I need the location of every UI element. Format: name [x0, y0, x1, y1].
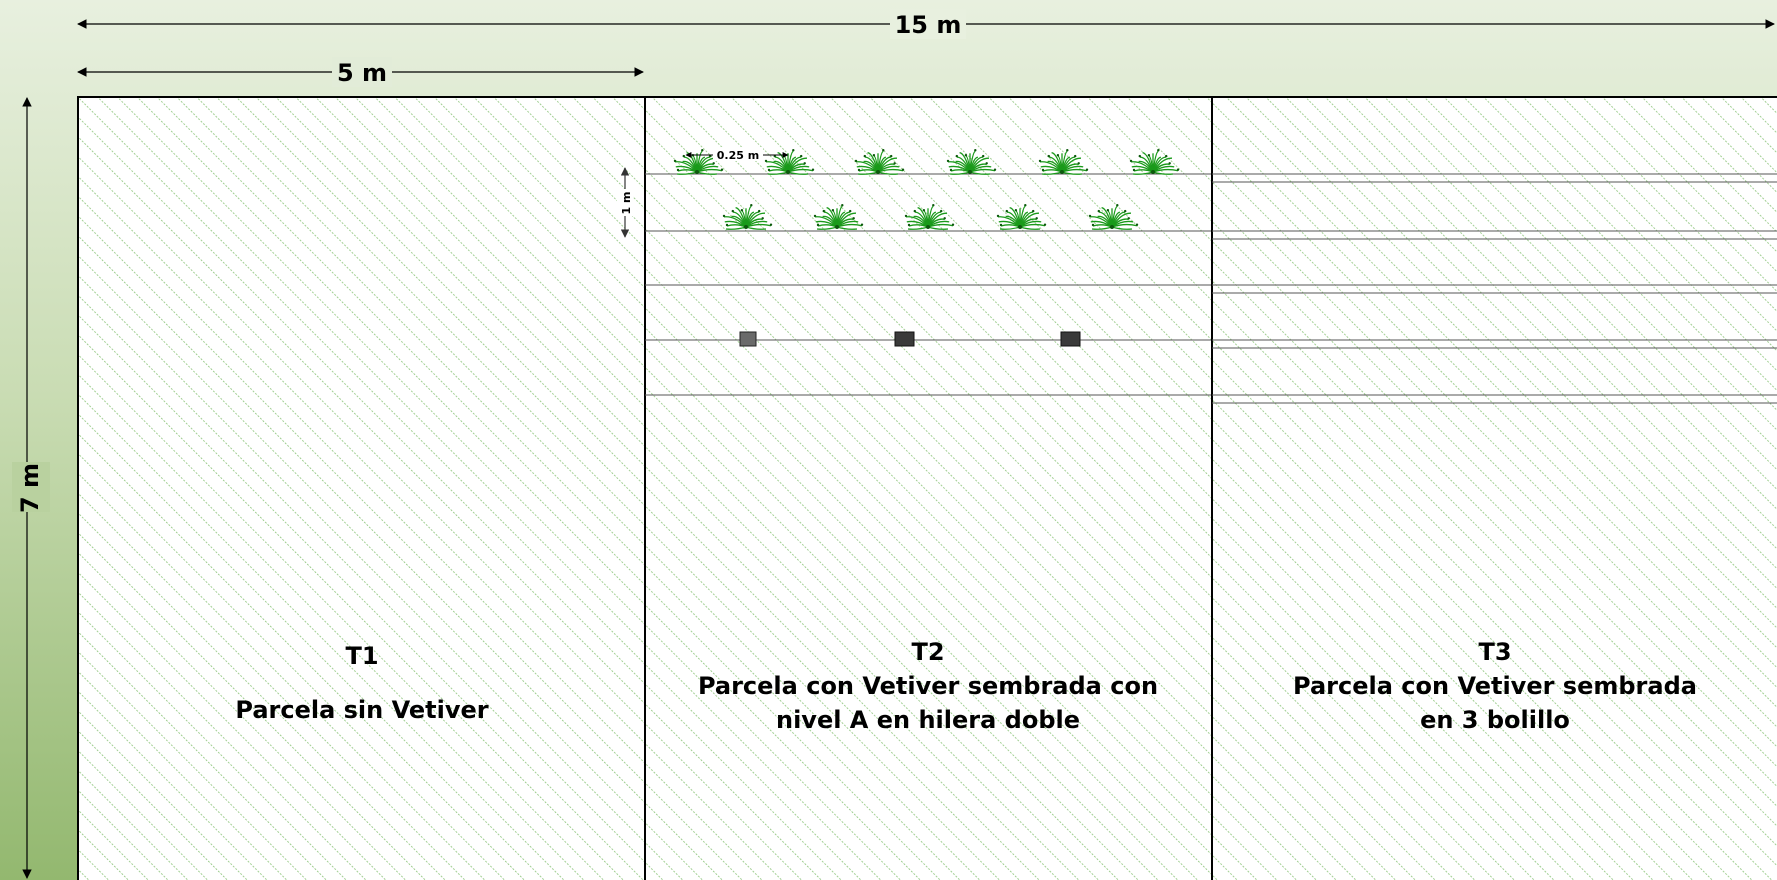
vetiver-plant-icon: [854, 149, 905, 175]
plot-t3-title: T3: [1478, 638, 1511, 666]
row-spacing-label: 1 m: [620, 192, 633, 215]
plant-spacing-label: 0.25 m: [717, 149, 759, 162]
plant-spacing-dimension: 0.25 m: [685, 147, 789, 162]
vetiver-plant-icon: [904, 204, 955, 230]
vetiver-plant-icon: [764, 149, 815, 175]
level-marker-icon: [1060, 331, 1081, 347]
total-width-dimension: 15 m: [77, 9, 1775, 39]
vetiver-plants: [673, 149, 1180, 230]
level-markers: [739, 331, 1081, 347]
plot-t2-description-line-2: nivel A en hilera doble: [776, 706, 1080, 734]
plot-t1-title: T1: [345, 642, 378, 670]
level-marker-icon: [894, 331, 915, 347]
plot-t2-title: T2: [911, 638, 944, 666]
vetiver-plant-icon: [1088, 204, 1139, 230]
vetiver-plant-icon: [946, 149, 997, 175]
vetiver-plant-icon: [1129, 149, 1180, 175]
row-spacing-dimension: 1 m: [617, 167, 633, 238]
level-marker-icon: [739, 331, 757, 347]
plot-t3: T3 Parcela con Vetiver sembrada en 3 bol…: [1211, 96, 1777, 880]
plot-t1: T1 Parcela sin Vetiver: [77, 96, 646, 880]
total-width-label: 15 m: [895, 11, 962, 39]
plot-t3-description-line-1: Parcela con Vetiver sembrada: [1293, 672, 1697, 700]
vetiver-plant-icon: [996, 204, 1047, 230]
vetiver-plant-icon: [722, 204, 773, 230]
plot-width-label: 5 m: [337, 59, 387, 87]
plot-t2-row-lines: [645, 173, 1212, 396]
vetiver-plant-icon: [813, 204, 864, 230]
height-dimension: 7 m: [12, 97, 50, 879]
plot-t3-description-line-2: en 3 bolillo: [1420, 706, 1570, 734]
plot-t2-description-line-1: Parcela con Vetiver sembrada con: [698, 672, 1158, 700]
plot-t1-description-line-1: Parcela sin Vetiver: [235, 696, 488, 724]
plot-width-dimension: 5 m: [77, 57, 644, 87]
vetiver-plant-icon: [1038, 149, 1089, 175]
height-label: 7 m: [16, 463, 44, 513]
plot-t3-row-lines: [1212, 173, 1777, 404]
